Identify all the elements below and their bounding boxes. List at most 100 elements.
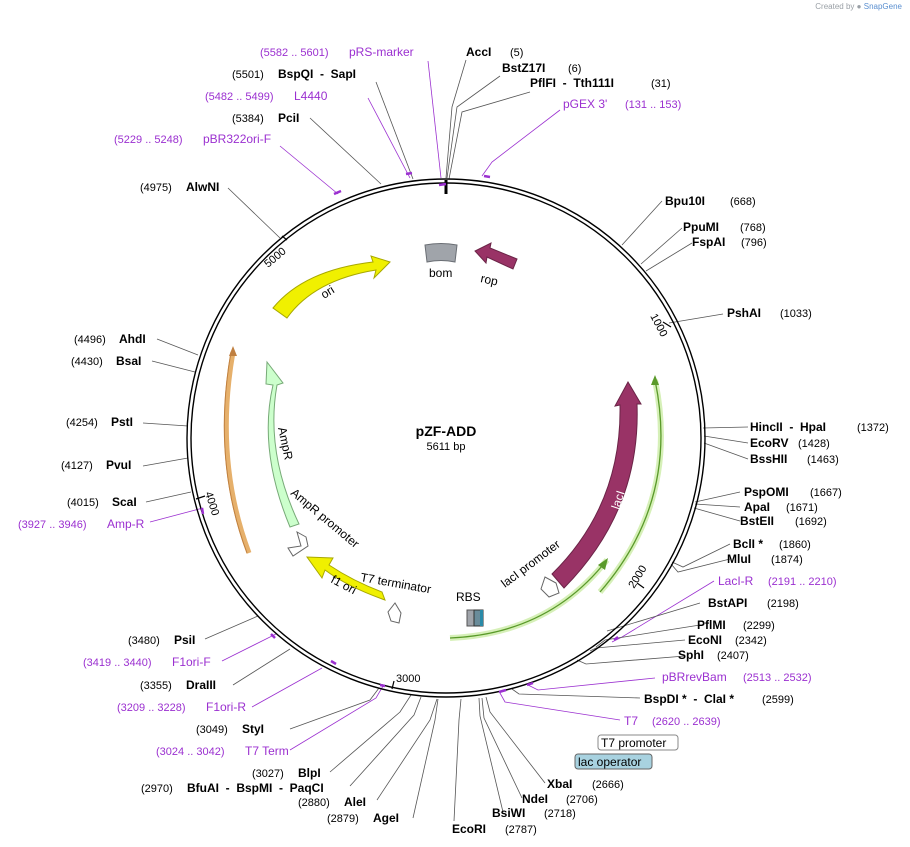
site-name-styi: StyI [242,722,264,736]
site-name-pvui: PvuI [106,458,131,472]
site-pos-fspai: (796) [741,237,767,249]
site-pos-bsiwi: (2718) [544,808,576,820]
lac-operator-box-label: lac operator [578,755,641,769]
tick-3000: 3000 [396,673,420,685]
site-pos-pshai: (1033) [780,308,812,320]
site-name-pflfi: PflFI - Tth111I [530,76,614,90]
site-pos-bsai: (4430) [71,356,103,368]
site-pos-pcii: (5384) [232,113,264,125]
site-name-econi: EcoNI [688,633,722,647]
site-pos-ppumi: (768) [740,222,766,234]
site-pos-bspdi: (2599) [762,694,794,706]
site-pos-pgex3: (131 .. 153) [625,99,681,111]
site-name-draiii: DraIII [186,678,216,692]
site-pos-prs-marker: (5582 .. 5601) [260,47,329,59]
site-name-bsshii: BssHII [750,452,787,466]
t7-promoter-box-label: T7 promoter [601,736,666,750]
site-pos-alwni: (4975) [140,182,172,194]
snapgene-credit: Created by ● SnapGene [815,2,902,11]
site-pos-pbrrevbam: (2513 .. 2532) [743,672,812,684]
site-name-ecori: EcoRI [452,822,486,836]
site-name-mlui: MluI [727,552,751,566]
site-name-pflmi: PflMI [697,618,726,632]
site-pos-psii: (3480) [128,635,160,647]
site-pos-bstz17i: (6) [568,63,581,75]
site-name-alwni: AlwNI [186,180,219,194]
site-name-bsteii: BstEII [740,514,774,528]
site-name-bstapi: BstAPI [708,596,747,610]
ori-feature [272,255,391,319]
site-name-bsiwi: BsiWI [492,806,525,820]
site-pos-l4440: (5482 .. 5499) [205,91,274,103]
f1-ori-feature [306,556,386,601]
lac-operator-box [574,753,653,770]
site-name-ndei: NdeI [522,792,548,806]
site-pos-bsteii: (1692) [795,516,827,528]
site-pos-econi: (2342) [735,635,767,647]
site-name-xbai: XbaI [547,777,572,791]
site-pos-pbr322ori-f: (5229 .. 5248) [114,134,183,146]
site-name-laci-r: LacI-R [718,574,754,588]
site-name-sphi: SphI [678,648,704,662]
site-name-t7term: T7 Term [245,744,289,758]
site-name-t7: T7 [624,714,638,728]
site-pos-xbai: (2666) [592,779,624,791]
site-name-bfuai: BfuAI - BspMI - PaqCI [187,781,324,795]
site-name-f1ori-r: F1ori-R [206,700,246,714]
t7-terminator-feature [387,602,402,624]
site-pos-bsshii: (1463) [807,454,839,466]
site-pos-f1ori-r: (3209 .. 3228) [117,702,186,714]
site-name-scai: ScaI [112,495,137,509]
tick-2000: 2000 [626,563,649,590]
site-pos-bspqi: (5501) [232,69,264,81]
plasmid-name: pZF-ADD [416,423,477,439]
rbs-label: RBS [456,590,481,604]
site-pos-apai: (1671) [786,502,818,514]
site-pos-scai: (4015) [67,497,99,509]
t7-promoter-box [597,734,679,751]
site-name-pshai: PshAI [727,306,761,320]
credit-prefix: Created by [815,2,855,11]
laci-promoter-feature [540,576,560,598]
site-name-pbrrevbam: pBRrevBam [662,670,727,684]
site-pos-alei: (2880) [298,797,330,809]
site-pos-acci: (5) [510,47,523,59]
bom-feature [424,243,458,263]
bom-label: bom [429,266,452,280]
site-name-agei: AgeI [373,811,399,825]
tick-5000: 5000 [262,245,288,270]
site-pos-sphi: (2407) [717,650,749,662]
site-name-hincii: HincII - HpaI [750,420,826,434]
site-pos-f1ori-f: (3419 .. 3440) [83,657,152,669]
site-pos-styi: (3049) [196,724,228,736]
site-name-psti: PstI [111,415,133,429]
site-name-bspdi: BspDI * - ClaI * [644,692,734,706]
site-pos-ecori: (2787) [505,824,537,836]
site-pos-pspomi: (1667) [810,487,842,499]
site-name-bspqi: BspQI - SapI [278,67,356,81]
site-name-acci: AccI [466,45,491,59]
site-pos-bstapi: (2198) [767,598,799,610]
site-name-apai: ApaI [744,500,770,514]
site-name-bsai: BsaI [116,354,141,368]
site-pos-laci-r: (2191 .. 2210) [768,576,837,588]
site-pos-ahdi: (4496) [74,334,106,346]
site-name-alei: AleI [344,795,366,809]
site-name-amp-r: Amp-R [107,517,145,531]
site-pos-amp-r: (3927 .. 3946) [18,519,87,531]
ampr-promoter-feature [287,530,309,557]
site-name-pbr322ori-f: pBR322ori-F [203,132,271,146]
rbs-feature [466,609,475,627]
plasmid-size: 5611 bp [427,441,466,453]
ori-label: ori [318,283,337,302]
site-pos-bfuai: (2970) [141,783,173,795]
laci-feature [551,380,642,589]
site-pos-t7term: (3024 .. 3042) [156,746,225,758]
ampr-label: AmpR [275,426,296,462]
site-name-f1ori-f: F1ori-F [172,655,211,669]
site-pos-agei: (2879) [327,813,359,825]
credit-brand: SnapGene [863,2,902,11]
f1-ori-label: f1 ori [329,572,359,597]
site-name-psii: PsiI [174,633,195,647]
rop-label: rop [479,271,499,288]
